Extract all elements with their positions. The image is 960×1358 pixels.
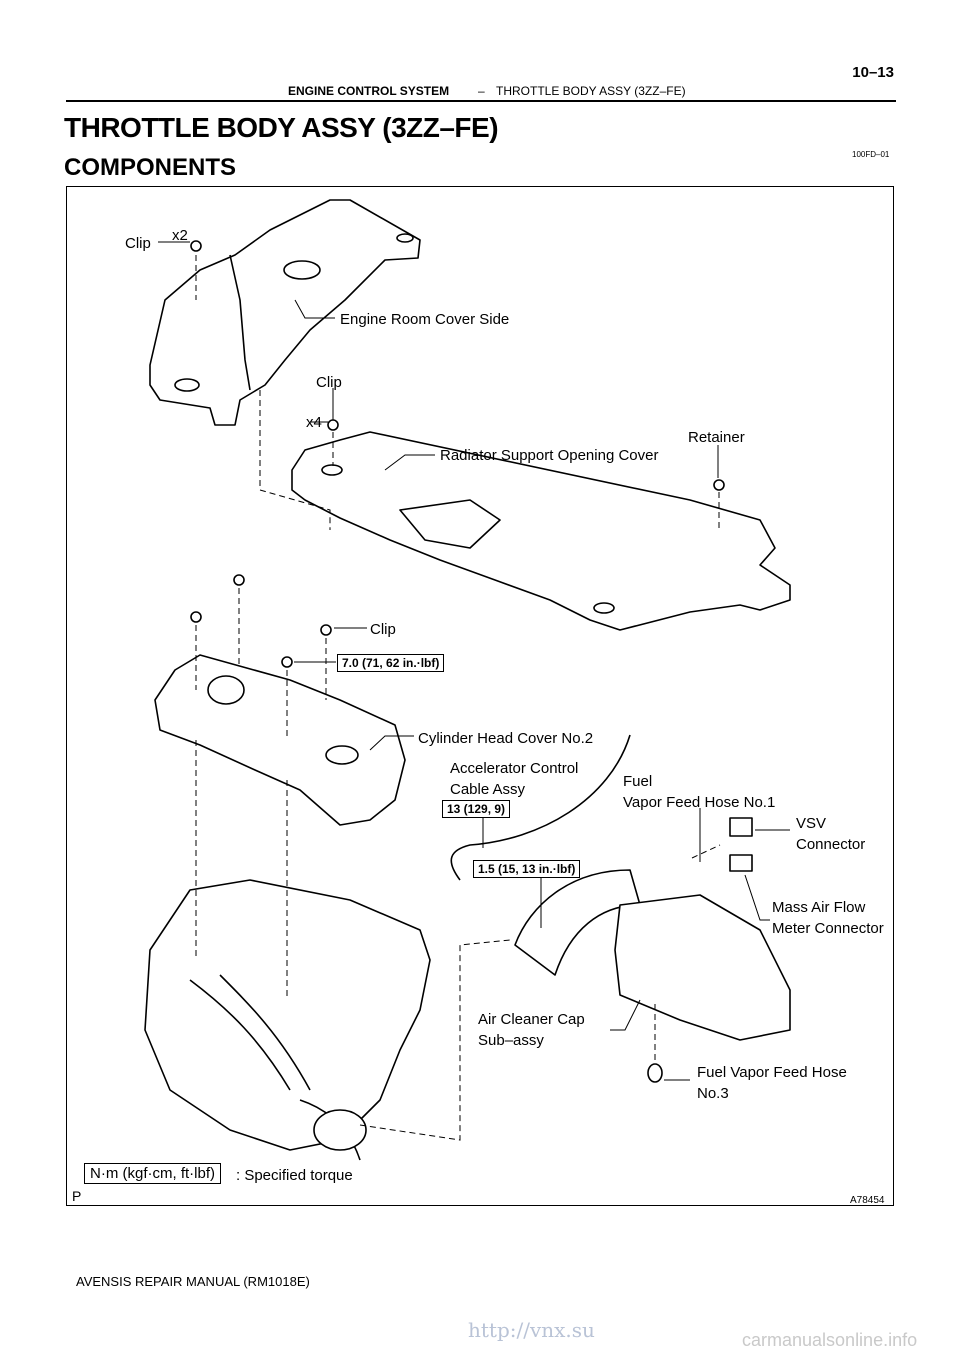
- torque-7nm: 7.0 (71, 62 in.·lbf): [337, 654, 445, 672]
- doc-code: 100FD–01: [852, 150, 890, 159]
- cylinder-head-cover-drawing: [154, 654, 406, 826]
- components-figure: [66, 186, 894, 1206]
- radiator-cover-drawing: [291, 431, 791, 631]
- engine-block-drawing: [144, 879, 431, 1151]
- footer-manual-title: AVENSIS REPAIR MANUAL (RM1018E): [76, 1274, 310, 1289]
- label-maf-line1: Mass Air Flow: [772, 899, 866, 916]
- legend-text: : Specified torque: [236, 1167, 353, 1184]
- section-subtitle: COMPONENTS: [64, 154, 237, 181]
- label-vsv-line2: Connector: [796, 836, 866, 853]
- label-air-cleaner-line1: Air Cleaner Cap: [478, 1011, 585, 1028]
- label-accel-cable-line2: Cable Assy: [450, 781, 526, 798]
- label-maf-line2: Meter Connector: [772, 920, 884, 937]
- air-cleaner-cap-drawing: [614, 894, 791, 1041]
- header-topic: THROTTLE BODY ASSY (3ZZ–FE): [496, 84, 686, 98]
- label-fuel-vapor-line1: Fuel: [623, 773, 653, 790]
- torque-1-5nm: 1.5 (15, 13 in.·lbf): [473, 860, 581, 878]
- label-air-cleaner-line2: Sub–assy: [478, 1032, 544, 1049]
- label-fuel-vapor3-line1: Fuel Vapor Feed Hose: [697, 1064, 847, 1081]
- label-radiator-cover: Radiator Support Opening Cover: [440, 447, 659, 464]
- label-fuel-vapor3-line2: No.3: [697, 1085, 729, 1102]
- header-rule: [66, 100, 896, 102]
- figure-id: A78454: [850, 1195, 885, 1206]
- label-engine-room-cover: Engine Room Cover Side: [340, 311, 510, 328]
- intake-hose-drawing: [514, 869, 641, 976]
- label-fuel-vapor-line2: Vapor Feed Hose No.1: [623, 794, 776, 811]
- page-number: 10–13: [852, 64, 894, 81]
- corner-p: P: [72, 1188, 82, 1204]
- label-cylinder-head-cover: Cylinder Head Cover No.2: [418, 730, 594, 747]
- header-separator: –: [478, 84, 485, 98]
- label-vsv-line1: VSV: [796, 815, 827, 832]
- label-x4: x4: [306, 414, 322, 431]
- label-clip-top: Clip: [125, 235, 151, 252]
- label-clip-mid: Clip: [316, 374, 342, 391]
- label-x2: x2: [172, 227, 188, 244]
- header-section: ENGINE CONTROL SYSTEM: [288, 84, 450, 98]
- engine-room-cover-side-drawing: [149, 199, 421, 426]
- watermark-carmanuals[interactable]: carmanualsonline.info: [742, 1330, 918, 1350]
- label-clip-low: Clip: [370, 621, 396, 638]
- accelerator-cable-drawing: [450, 734, 631, 881]
- legend-unit-box: N·m (kgf·cm, ft·lbf): [84, 1163, 221, 1184]
- torque-13nm: 13 (129, 9): [442, 800, 511, 818]
- label-accel-cable-line1: Accelerator Control: [450, 760, 579, 777]
- page-title: THROTTLE BODY ASSY (3ZZ–FE): [64, 112, 499, 143]
- watermark-vnx[interactable]: http://vnx.su: [468, 1318, 595, 1342]
- label-retainer: Retainer: [688, 429, 745, 446]
